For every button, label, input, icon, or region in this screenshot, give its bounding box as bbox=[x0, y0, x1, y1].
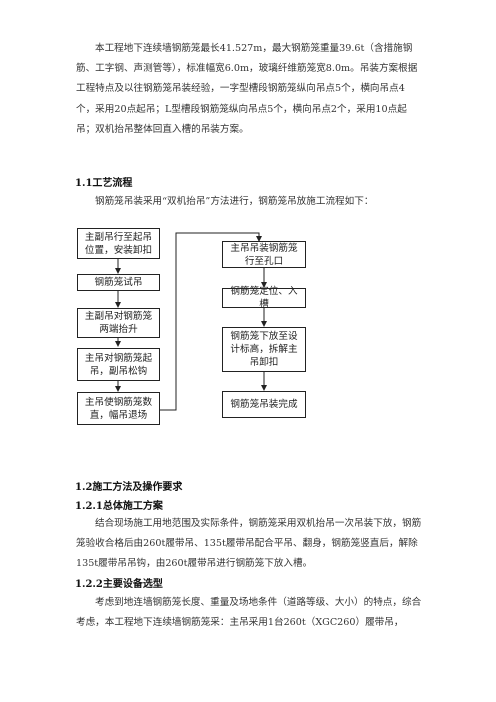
flow-step-right-3: 钢筋笼下放至设计标高，拆解主吊卸扣 bbox=[222, 327, 306, 372]
intro-paragraph: 本工程地下连续墙钢筋笼最长41.527m，最大钢筋笼重量39.6t（含措施钢筋、… bbox=[76, 43, 418, 135]
section-1-2-1-heading: 1.2.1总体施工方案 bbox=[75, 501, 163, 512]
section-1-2-1-text: 结合现场施工用地范围及实际条件，钢筋笼采用双机抬吊一次吊装下放，钢筋笼验收合格后… bbox=[76, 518, 422, 570]
flow-step-left-4: 主吊对钢筋笼起吊，副吊松钩 bbox=[77, 348, 160, 381]
flow-step-right-1: 主吊吊装钢筋笼行至孔口 bbox=[222, 241, 306, 268]
flow-step-right-4: 钢筋笼吊装完成 bbox=[222, 391, 306, 418]
section-1-2-2-text: 考虑到地连墙钢筋笼长度、重量及场地条件（道路等级、大小）的特点，综合考虑，本工程… bbox=[76, 597, 422, 629]
section-1-1-heading: 1.1工艺流程 bbox=[75, 178, 133, 189]
connector-left-to-right bbox=[158, 232, 262, 411]
flow-step-left-3: 主副吊对钢筋笼两端抬升 bbox=[77, 308, 160, 338]
section-1-2-2-heading: 1.2.2主要设备选型 bbox=[75, 579, 163, 590]
section-1-2-heading: 1.2施工方法及操作要求 bbox=[75, 482, 183, 493]
flow-step-left-2: 钢筋笼试吊 bbox=[77, 274, 160, 291]
flow-step-right-2: 钢筋笼定位、入槽 bbox=[222, 286, 306, 310]
section-1-1-text: 钢筋笼吊装采用“双机抬吊”方法进行，钢筋笼吊放施工流程如下： bbox=[95, 196, 374, 207]
flow-step-left-5: 主吊使钢筋笼数直，幅吊退场 bbox=[77, 392, 160, 425]
flow-step-left-1: 主副吊行至起吊位置，安装卸扣 bbox=[77, 228, 160, 259]
